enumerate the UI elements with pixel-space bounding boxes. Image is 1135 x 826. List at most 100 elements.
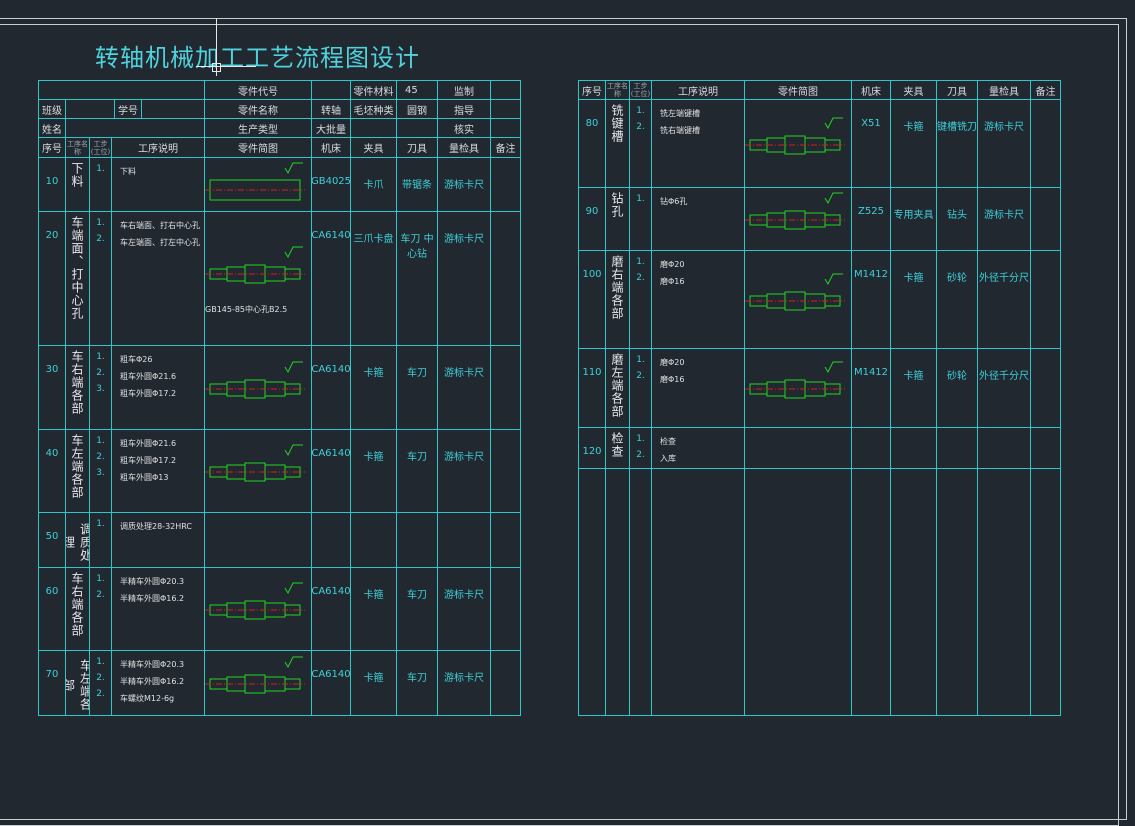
part-sketch xyxy=(205,162,305,201)
machine-value: CA6140 xyxy=(311,429,351,513)
part-sketch-cell xyxy=(204,650,312,716)
step-number: 1. xyxy=(636,194,645,204)
column-header-machine: 机床 xyxy=(311,137,351,158)
column-header-tool: 刀具 xyxy=(396,137,438,158)
description-line: 磨Φ20 xyxy=(660,358,685,367)
description-line: 半精车外圆Φ16.2 xyxy=(120,677,185,686)
machine-value: CA6140 xyxy=(311,211,351,346)
step-number: 1. xyxy=(636,257,645,267)
column-header-proc_name: 工序名称 xyxy=(65,137,90,158)
blank-cell xyxy=(396,118,438,138)
description-line: 粗车外圆Φ21.6 xyxy=(120,439,177,448)
gauge-value: 游标卡尺 xyxy=(437,650,491,716)
gauge-value: 游标卡尺 xyxy=(437,567,491,651)
step-number: 2. xyxy=(96,689,105,699)
process-name-text: 车端面、打中心孔 xyxy=(70,216,84,320)
process-name-text: 磨左端各部 xyxy=(610,353,624,418)
description-line: 下料 xyxy=(120,167,136,176)
step-numbers: 1.2.3. xyxy=(89,429,112,513)
step-number: 3. xyxy=(96,384,105,394)
step-number: 1. xyxy=(96,574,105,584)
step-numbers: 1.2. xyxy=(89,211,112,346)
step-number: 1. xyxy=(96,164,105,174)
description-line: 粗车外圆Φ17.2 xyxy=(120,456,177,465)
gauge-value: 游标卡尺 xyxy=(437,157,491,212)
part-sketch-cell xyxy=(204,157,312,212)
production-type-label: 生产类型 xyxy=(204,118,312,138)
remark-value xyxy=(1030,187,1061,251)
remark-value xyxy=(490,429,521,513)
name-value xyxy=(65,118,205,138)
description-line: 调质处理28-32HRC xyxy=(120,522,193,531)
part-sketch-cell xyxy=(744,99,852,188)
step-numbers: 1. xyxy=(629,187,652,251)
remark-value xyxy=(490,345,521,430)
column-header-sketch: 零件简图 xyxy=(204,137,312,158)
column-header-fixture: 夹具 xyxy=(350,137,397,158)
column-header-step: 工步(工位) xyxy=(89,137,112,158)
surface-roughness-symbol xyxy=(284,162,303,175)
process-name-text: 下料 xyxy=(70,162,84,188)
surface-roughness-symbol xyxy=(284,444,303,457)
part-sketch-cell xyxy=(204,429,312,513)
step-numbers: 1.2. xyxy=(89,567,112,651)
crosshair-cursor-h xyxy=(196,66,256,67)
tool-value xyxy=(936,427,978,469)
remark-value xyxy=(490,567,521,651)
step-numbers: 1. xyxy=(89,157,112,212)
blank-cell xyxy=(350,118,397,138)
empty-cell xyxy=(851,468,891,716)
description-line: 车螺纹M12-6g xyxy=(120,694,175,703)
description-line: 磨Φ20 xyxy=(660,260,685,269)
part-sketch-cell: GB145-85中心孔B2.5 xyxy=(204,211,312,346)
step-list: 1.2. xyxy=(636,257,645,283)
step-list: 1.2. xyxy=(636,434,645,460)
part-sketch xyxy=(205,444,305,482)
description-line: 磨Φ16 xyxy=(660,277,685,286)
remark-value xyxy=(490,512,521,568)
empty-cell xyxy=(936,468,978,716)
gauge-value: 游标卡尺 xyxy=(437,211,491,346)
step-numbers: 1.2.3. xyxy=(89,345,112,430)
tool-value: 车刀 xyxy=(396,567,438,651)
column-header-fixture: 夹具 xyxy=(890,80,937,100)
fixture-value: 卡箍 xyxy=(890,250,937,349)
surface-roughness-symbol xyxy=(824,273,843,285)
tool-value: 带锯条 xyxy=(396,157,438,212)
tool-value: 车刀 xyxy=(396,345,438,430)
step-number: 2. xyxy=(636,450,645,460)
process-name: 铣键槽 xyxy=(605,99,630,188)
class-label: 班级 xyxy=(38,99,66,119)
step-number: 1. xyxy=(96,519,105,529)
process-description: 磨Φ20 磨Φ16 xyxy=(651,250,745,349)
part-sketch-cell xyxy=(204,567,312,651)
process-description: 车右端面、打右中心孔车左端面、打左中心孔 xyxy=(111,211,205,346)
process-name: 检查 xyxy=(605,427,630,469)
sketch-note: GB145-85中心孔B2.5 xyxy=(205,305,288,314)
machine-value: CA6140 xyxy=(311,650,351,716)
process-name-text: 车左端各部 xyxy=(70,434,84,499)
fixture-value: 卡箍 xyxy=(350,345,397,430)
part-sketch-cell xyxy=(204,345,312,430)
machine-value: CA6140 xyxy=(311,345,351,430)
remark-value xyxy=(490,650,521,716)
step-number: 1. xyxy=(96,218,105,228)
machine-value xyxy=(851,427,891,469)
class-value xyxy=(65,99,115,119)
process-name-text: 铣键槽 xyxy=(610,104,624,143)
seq-number: 40 xyxy=(38,429,66,513)
process-name: 下料 xyxy=(65,157,90,212)
drawing-title: 转轴机械加工工艺流程图设计 xyxy=(95,44,420,72)
process-name: 车右端各部 xyxy=(65,567,90,651)
part-name-label: 零件名称 xyxy=(204,99,312,119)
tool-value: 键槽铣刀 xyxy=(936,99,978,188)
seq-number: 70 xyxy=(38,650,66,716)
description-list: 钻Φ6孔 xyxy=(660,196,687,207)
part-code-label: 零件代号 xyxy=(204,80,312,100)
empty-cell xyxy=(977,468,1031,716)
step-numbers: 1.2.2. xyxy=(89,650,112,716)
